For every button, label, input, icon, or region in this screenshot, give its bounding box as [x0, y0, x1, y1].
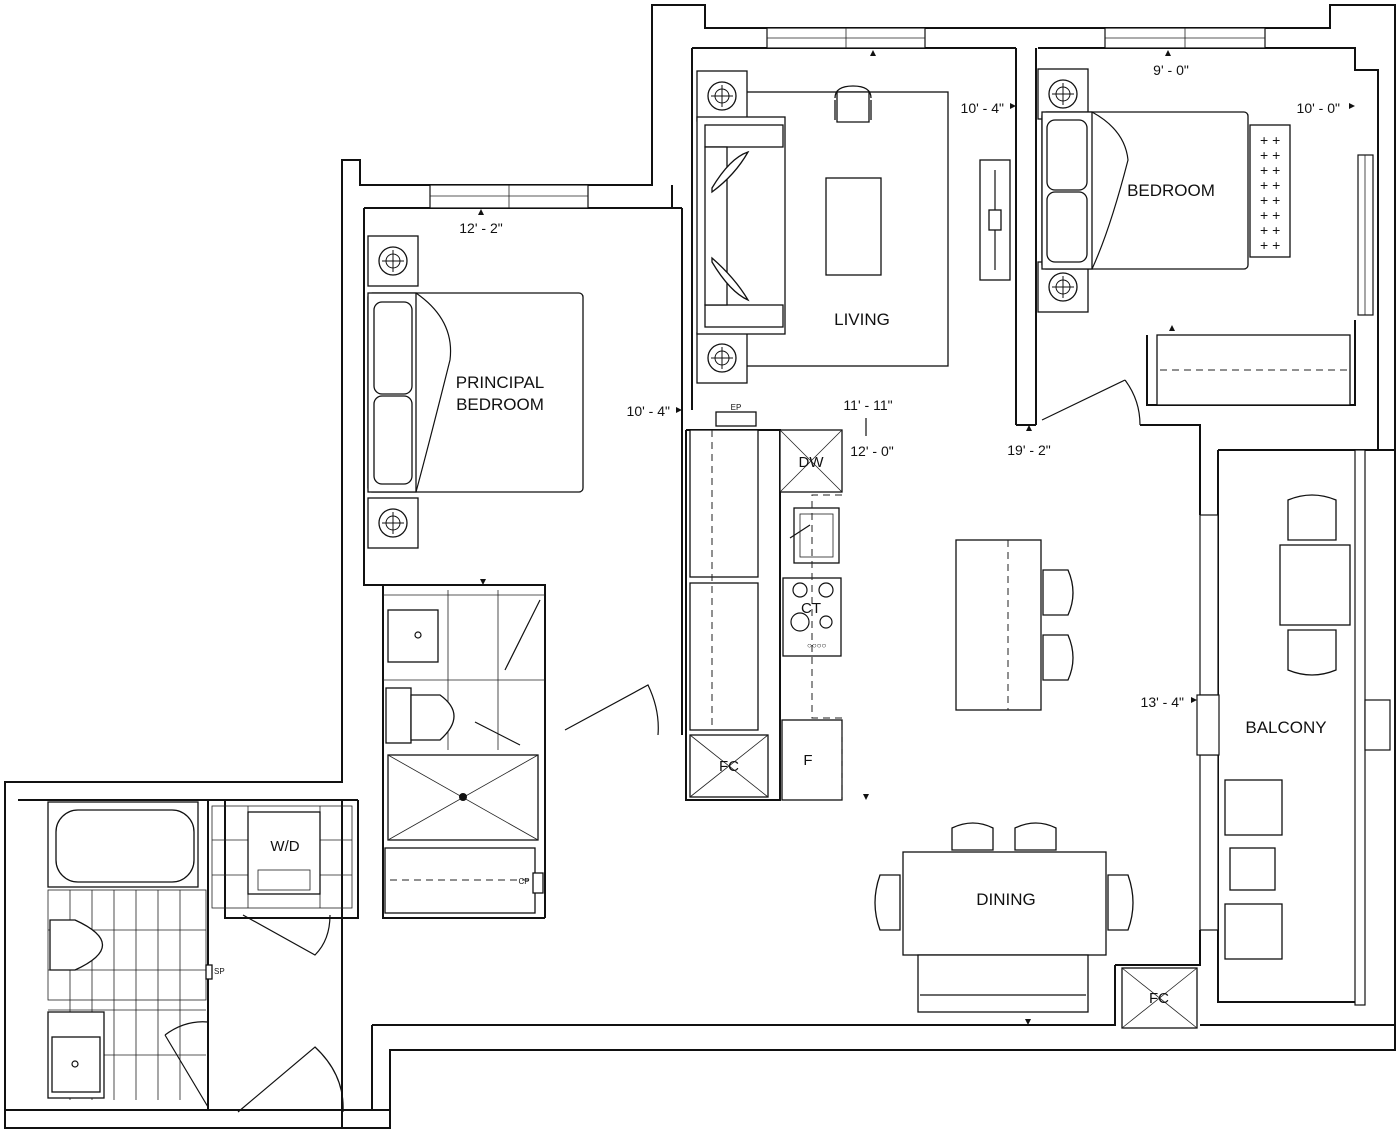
- bedroom-depth-dim: 10' - 0": [1297, 100, 1340, 116]
- living-furniture: [696, 70, 1011, 384]
- interior-walls: [207, 48, 1395, 1110]
- bedroom-length-dim: 19' - 2": [1007, 442, 1050, 458]
- dimension-markers: [478, 50, 1355, 1025]
- svg-text:+ +: + +: [1260, 177, 1280, 193]
- main-bath-laundry: [47, 801, 353, 1113]
- dining-furniture: [874, 822, 1198, 1029]
- bedroom-label: BEDROOM: [1127, 181, 1215, 200]
- principal-depth-dim: 10' - 4": [627, 403, 670, 419]
- windows: [429, 27, 1391, 1006]
- kitchen: ○○○○: [689, 411, 843, 801]
- living-kitchen-dim-a: 11' - 11": [843, 397, 892, 413]
- balcony-furniture: [1224, 494, 1351, 960]
- svg-text:+ +: + +: [1260, 162, 1280, 178]
- balcony-label: BALCONY: [1245, 718, 1326, 737]
- living-depth-dim: 10' - 4": [961, 100, 1004, 116]
- kitchen-island: [955, 539, 1074, 711]
- exterior-walls: [4, 4, 1396, 1129]
- sprinkler-label: SP: [214, 967, 225, 976]
- ensuite-bath: [383, 590, 659, 914]
- fridge-label: F: [803, 752, 812, 769]
- electrical-panel-label: EP: [731, 403, 742, 412]
- fan-coil-dining-label: FC: [1149, 990, 1169, 1007]
- living-kitchen-dim-b: 12' - 0": [850, 443, 893, 459]
- svg-text:+ +: + +: [1260, 207, 1280, 223]
- svg-text:+ +: + +: [1260, 132, 1280, 148]
- svg-text:+ +: + +: [1260, 147, 1280, 163]
- principal-bedroom-furniture: [367, 235, 584, 549]
- living-label: LIVING: [834, 310, 890, 329]
- washer-dryer-label: W/D: [270, 838, 299, 855]
- principal-bedroom-label-line1: PRINCIPAL: [456, 373, 545, 392]
- closet-pantry-label: CP: [518, 877, 529, 886]
- principal-width-dim: 12' - 2": [459, 220, 502, 236]
- principal-bedroom-label-line2: BEDROOM: [456, 395, 544, 414]
- balcony-dim: 13' - 4": [1141, 694, 1184, 710]
- bedroom-width-dim: 9' - 0": [1153, 62, 1189, 78]
- bedroom-furniture: + + + + + + + + + + + + + + + +: [1037, 68, 1351, 426]
- svg-text:+ +: + +: [1260, 192, 1280, 208]
- svg-text:+ +: + +: [1260, 237, 1280, 253]
- svg-text:+ +: + +: [1260, 222, 1280, 238]
- fan-coil-kitchen-label: FC: [719, 758, 739, 775]
- svg-text:○○○○: ○○○○: [807, 641, 826, 650]
- dining-label: DINING: [976, 890, 1036, 909]
- dishwasher-label: DW: [799, 454, 825, 471]
- cooktop-label: CT: [801, 600, 821, 617]
